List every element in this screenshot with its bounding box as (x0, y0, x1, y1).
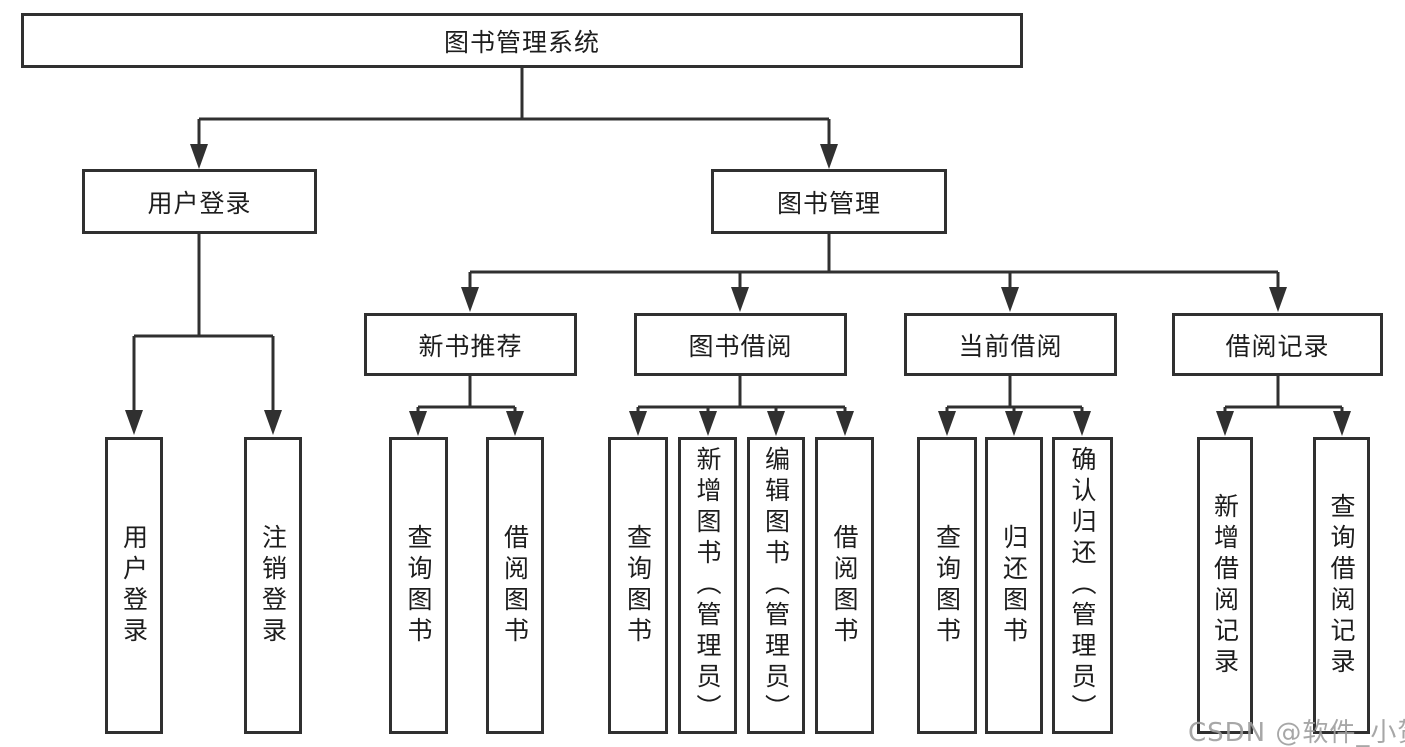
node-label: 查询借阅记录 (1327, 492, 1356, 679)
node-cur-confirm-return-admin: 确认归还（管理员） (1052, 437, 1113, 734)
node-new-book-recommend: 新书推荐 (364, 313, 577, 376)
node-bw-borrow-books: 借阅图书 (815, 437, 874, 734)
connector-book-borrowing (629, 376, 854, 436)
node-book-borrowing: 图书借阅 (634, 313, 847, 376)
node-nb-query-books: 查询图书 (389, 437, 448, 734)
node-label: 用户登录 (147, 188, 252, 218)
node-bw-add-books-admin: 新增图书（管理员） (678, 437, 737, 734)
node-label: 借阅记录 (1225, 331, 1330, 361)
node-rec-query-record: 查询借阅记录 (1313, 437, 1370, 734)
node-label: 查询图书 (623, 523, 653, 648)
node-label: 借阅图书 (830, 523, 859, 648)
node-label: 注销登录 (258, 523, 288, 648)
node-cur-query-books: 查询图书 (917, 437, 977, 734)
connector-root (190, 68, 838, 169)
connector-book-management (461, 234, 1287, 312)
connector-current-borrowing (938, 376, 1091, 436)
node-bw-edit-books-admin: 编辑图书（管理员） (747, 437, 805, 734)
connector-user-login (125, 234, 282, 435)
node-label: 归还图书 (999, 523, 1029, 648)
node-label: 用户登录 (119, 523, 149, 648)
node-nb-borrow-books: 借阅图书 (486, 437, 544, 734)
node-label: 编辑图书（管理员） (761, 446, 791, 725)
node-label: 借阅图书 (500, 523, 530, 648)
node-cur-return-books: 归还图书 (985, 437, 1043, 734)
node-rec-add-record: 新增借阅记录 (1197, 437, 1253, 734)
connector-borrowing-records (1216, 376, 1351, 436)
node-label: 图书管理系统 (443, 27, 600, 57)
node-user-login-branch: 用户登录 (82, 169, 317, 234)
node-book-management: 图书管理 (711, 169, 947, 234)
node-root: 图书管理系统 (21, 13, 1023, 68)
node-label: 查询图书 (932, 523, 962, 648)
node-label: 图书借阅 (688, 331, 793, 361)
node-current-borrowing: 当前借阅 (904, 313, 1117, 376)
node-label: 当前借阅 (958, 331, 1063, 361)
node-label: 新书推荐 (418, 331, 523, 361)
node-label: 新增图书（管理员） (693, 446, 722, 725)
node-label: 新增借阅记录 (1210, 492, 1240, 679)
watermark: CSDN @软件_小贺同学 (1188, 718, 1405, 747)
node-user-login: 用户登录 (105, 437, 163, 734)
node-bw-query-books: 查询图书 (608, 437, 668, 734)
node-borrowing-records: 借阅记录 (1172, 313, 1383, 376)
node-label: 确认归还（管理员） (1068, 446, 1097, 725)
node-label: 图书管理 (776, 188, 881, 218)
node-label: 查询图书 (404, 523, 433, 648)
node-logout: 注销登录 (244, 437, 302, 734)
connector-new-book-recommend (409, 376, 524, 436)
